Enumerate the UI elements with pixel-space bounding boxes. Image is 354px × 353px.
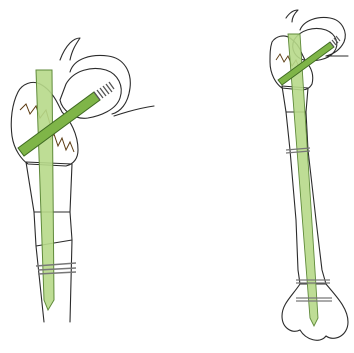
lag-screw-shaft bbox=[18, 92, 100, 156]
full-length-view bbox=[270, 10, 348, 340]
pelvis-outline-upper bbox=[60, 38, 80, 60]
locking-screw-closeup bbox=[36, 263, 76, 274]
fracture-line-lower bbox=[50, 134, 74, 152]
pelvis-outline-upper-small bbox=[286, 10, 298, 22]
pelvis-outline-lower bbox=[114, 106, 154, 116]
closeup-view bbox=[11, 38, 154, 322]
lag-screw-shaft-small bbox=[278, 42, 334, 85]
